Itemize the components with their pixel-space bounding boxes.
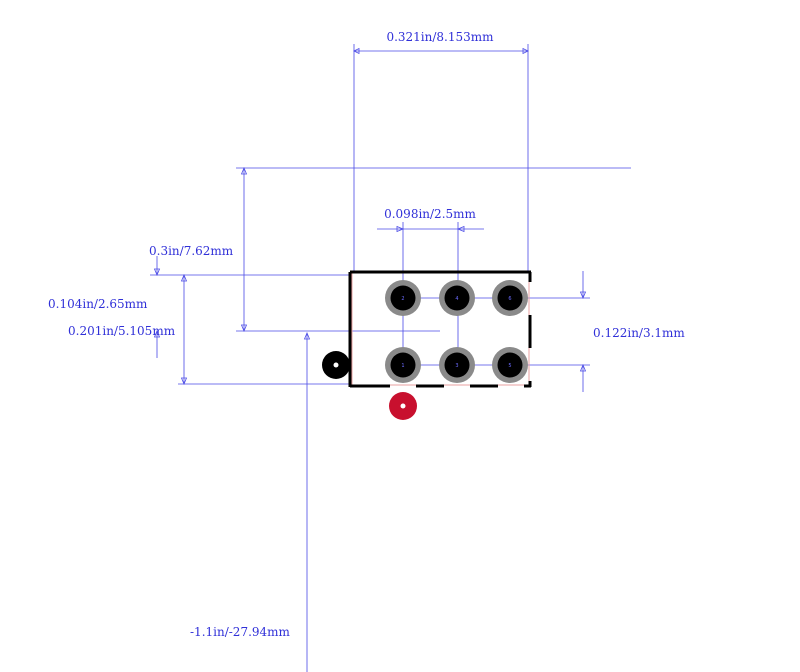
pad-top-2: 4: [439, 280, 475, 316]
pad-bottom-2: 3: [439, 347, 475, 383]
dim-label-body-width: 0.321in/8.153mm: [386, 30, 494, 44]
pad-label: 4: [455, 296, 458, 302]
pad-label: 6: [508, 296, 511, 302]
pad-top-1: 2: [385, 280, 421, 316]
dim-label-row-offset: 0.104in/2.65mm: [48, 297, 148, 311]
pad-top-3: 6: [492, 280, 528, 316]
pad-label: 3: [455, 363, 458, 369]
dim-label-origin-offset: -1.1in/-27.94mm: [190, 625, 291, 639]
pad-bottom-3: 5: [492, 347, 528, 383]
orientation-dot-icon: [322, 351, 350, 379]
pad-label: 5: [508, 363, 511, 369]
dim-label-row-spacing: 0.122in/3.1mm: [593, 326, 685, 340]
dim-label-total-height: 0.3in/7.62mm: [149, 244, 234, 258]
dim-label-pin-pitch: 0.098in/2.5mm: [384, 207, 476, 221]
silkscreen-outline: [348, 270, 532, 388]
pad-array: 2 4 6 1 3 5: [385, 280, 528, 383]
dimension-lines: [150, 44, 631, 672]
pin1-dot-icon: [389, 392, 417, 420]
pad-label: 1: [401, 363, 404, 369]
pad-label: 2: [401, 296, 404, 302]
pad-bottom-1: 1: [385, 347, 421, 383]
dim-label-body-depth: 0.201in/5.105mm: [68, 324, 176, 338]
